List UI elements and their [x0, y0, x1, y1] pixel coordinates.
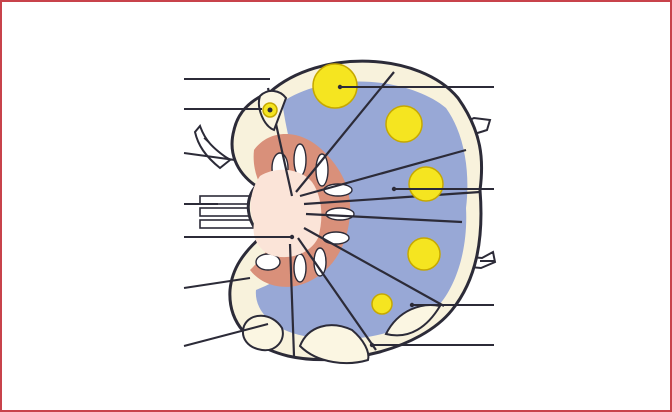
follicle-upper-right	[386, 106, 422, 142]
sinus-bottom-left	[243, 316, 283, 350]
follicle-bottom-small	[372, 294, 392, 314]
follicle-mid-right	[409, 167, 443, 201]
follicle-lower-right	[408, 238, 440, 270]
left-upper-vessel	[195, 126, 232, 168]
small-follicle-upper-left	[263, 103, 277, 117]
